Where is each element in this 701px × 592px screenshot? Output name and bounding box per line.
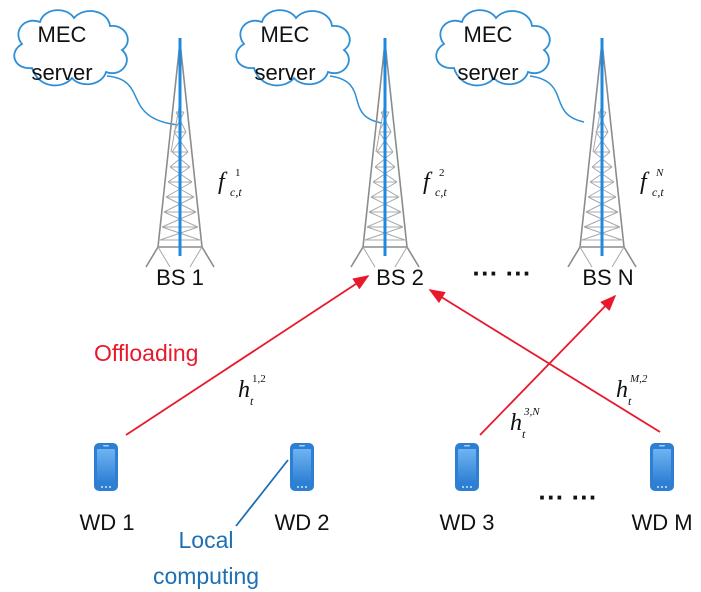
mec-server-cloud-1: MEC server xyxy=(13,9,129,87)
base-station-1: BS 1 f 1 c,t xyxy=(144,36,242,290)
cloud-link-1 xyxy=(106,75,179,126)
bs-label: BS 1 xyxy=(156,265,204,290)
bs-label: BS 2 xyxy=(376,265,424,290)
cloud-label-line1: MEC xyxy=(261,22,310,47)
cloud-label-line1: MEC xyxy=(38,22,87,47)
tower-icon xyxy=(144,36,216,269)
svg-text:c,t: c,t xyxy=(230,185,242,199)
wd-label: WD 2 xyxy=(275,510,330,535)
base-station-n: BS N f N c,t xyxy=(566,36,664,290)
tower-icon xyxy=(566,36,638,269)
svg-text:c,t: c,t xyxy=(435,185,447,199)
channel-gain-label-2: h 3,N t xyxy=(510,406,540,441)
compute-capacity-label: f 1 c,t xyxy=(218,167,242,199)
channel-gain-label-3: h M,2 t xyxy=(616,373,648,408)
svg-text:t: t xyxy=(250,394,254,408)
wireless-device-m: WD M xyxy=(631,443,693,535)
svg-text:h: h xyxy=(616,377,628,403)
cloud-link-2 xyxy=(329,75,383,124)
svg-text:t: t xyxy=(628,394,632,408)
cloud-label-line2: server xyxy=(31,60,92,85)
svg-text:f: f xyxy=(218,169,228,195)
svg-text:N: N xyxy=(655,167,664,179)
svg-text:2: 2 xyxy=(439,167,445,179)
phone-icon xyxy=(455,443,479,491)
mec-server-cloud-2: MEC server xyxy=(235,9,351,87)
tower-icon xyxy=(349,36,421,269)
phone-icon xyxy=(94,443,118,491)
cloud-label-line1: MEC xyxy=(464,22,513,47)
channel-gain-label-1: h 1,2 t xyxy=(238,373,266,408)
local-computing-line xyxy=(235,459,289,527)
cloud-label-line2: server xyxy=(254,60,315,85)
local-computing-label-line2: computing xyxy=(153,563,259,589)
cloud-link-3 xyxy=(529,75,585,123)
offload-arrow-wd3-bsn xyxy=(479,294,617,436)
base-station-2: BS 2 f 2 c,t xyxy=(349,36,447,290)
svg-text:t: t xyxy=(522,427,526,441)
wireless-device-3: WD 3 xyxy=(440,443,495,535)
svg-text:1,2: 1,2 xyxy=(252,373,266,385)
svg-text:3,N: 3,N xyxy=(523,406,540,418)
wd-label: WD 3 xyxy=(440,510,495,535)
svg-text:M,2: M,2 xyxy=(629,373,648,385)
wireless-device-1: WD 1 xyxy=(80,443,135,535)
offloading-label: Offloading xyxy=(94,340,198,366)
offload-arrow-wdm-bs2 xyxy=(428,289,661,433)
bs-ellipsis: ··· ··· xyxy=(472,258,531,288)
svg-text:1: 1 xyxy=(235,167,241,179)
offload-arrow-wd1-bs2 xyxy=(125,275,370,436)
compute-capacity-label: f 2 c,t xyxy=(423,167,447,199)
local-computing-label-line1: Local xyxy=(179,527,234,553)
svg-text:f: f xyxy=(640,169,650,195)
svg-text:h: h xyxy=(510,410,522,436)
compute-capacity-label: f N c,t xyxy=(640,167,664,199)
bs-label: BS N xyxy=(582,265,633,290)
wd-label: WD M xyxy=(631,510,692,535)
cloud-label-line2: server xyxy=(457,60,518,85)
wd-ellipsis: ··· ··· xyxy=(538,482,597,512)
phone-icon xyxy=(650,443,674,491)
wireless-device-2: WD 2 xyxy=(275,443,330,535)
mec-server-cloud-3: MEC server xyxy=(435,9,551,87)
wd-label: WD 1 xyxy=(80,510,135,535)
phone-icon xyxy=(290,443,314,491)
svg-text:f: f xyxy=(423,169,433,195)
svg-text:c,t: c,t xyxy=(652,185,664,199)
svg-text:h: h xyxy=(238,377,250,403)
